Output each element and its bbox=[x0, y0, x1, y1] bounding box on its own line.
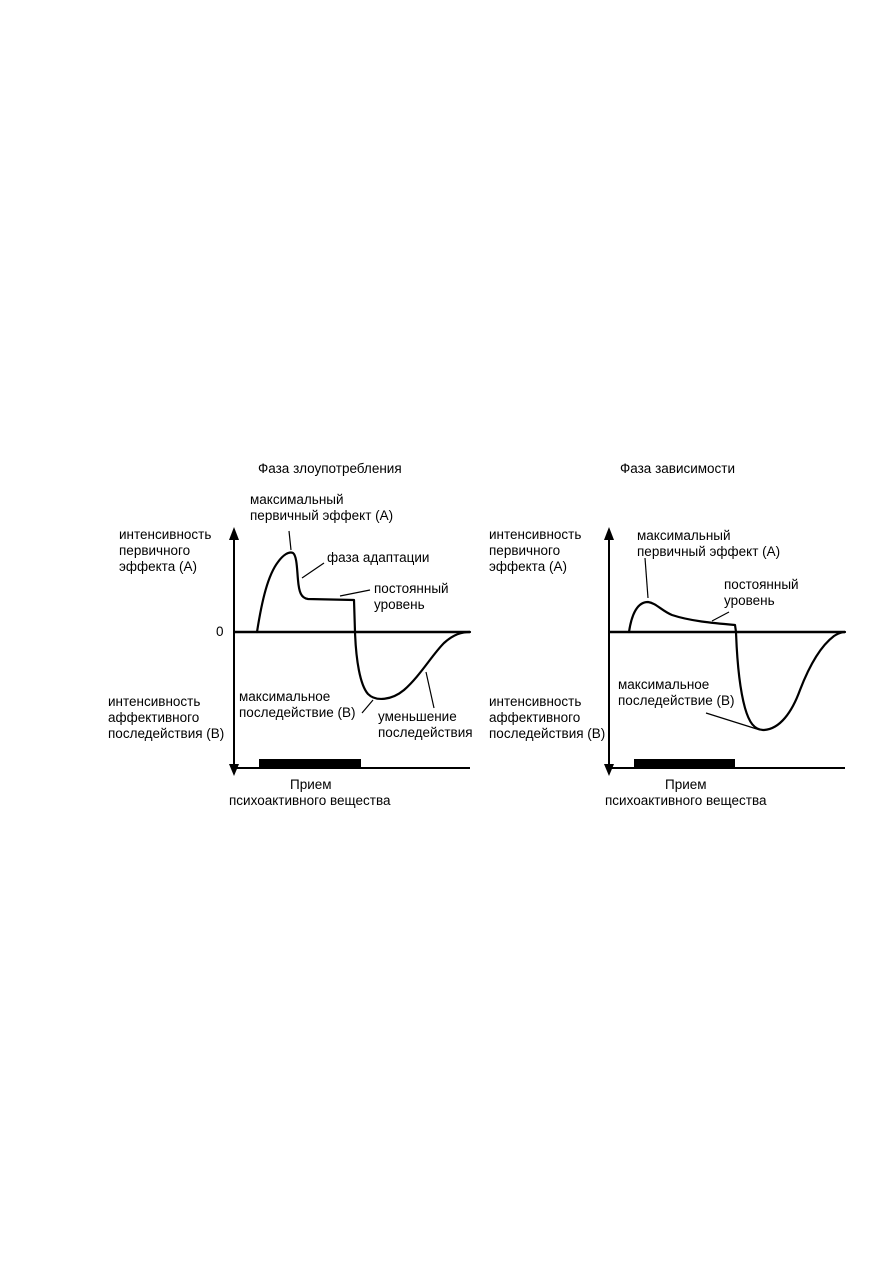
left-max-aftereffect-label: максимальное последействие (В) bbox=[239, 689, 355, 720]
right-max-aftereffect-label: максимальное последействие (В) bbox=[618, 677, 734, 708]
right-y-axis-arrow-down bbox=[604, 764, 614, 776]
right-x-label: Прием психоактивного вещества bbox=[605, 777, 767, 808]
left-adaptation-leader bbox=[301, 562, 325, 579]
right-max-after-leader bbox=[705, 712, 761, 731]
right-effect-curve bbox=[627, 600, 847, 732]
left-intake-bar bbox=[259, 759, 361, 768]
left-peak-effect-label: максимальный первичный эффект (А) bbox=[250, 492, 393, 523]
right-panel: Фаза зависимости интенсивность первичног… bbox=[489, 461, 847, 808]
left-y-upper-label: интенсивность первичного эффекта (А) bbox=[119, 527, 215, 574]
left-y-axis-arrow-up bbox=[229, 527, 239, 540]
left-steady-leader bbox=[339, 589, 371, 597]
right-panel-title: Фаза зависимости bbox=[620, 461, 735, 476]
left-adaptation-label: фаза адаптации bbox=[327, 550, 429, 565]
right-peak-effect-label: максимальный первичный эффект (А) bbox=[637, 528, 780, 559]
left-x-label: Прием психоактивного вещества bbox=[229, 777, 391, 808]
left-decrease-label: уменьшение последействия bbox=[378, 709, 473, 740]
right-y-lower-label: интенсивность аффективного последействия… bbox=[489, 694, 605, 741]
left-max-after-leader bbox=[361, 699, 374, 714]
left-decrease-leader bbox=[425, 671, 435, 709]
left-y-lower-label: интенсивность аффективного последействия… bbox=[108, 694, 224, 741]
left-panel: Фаза злоупотребления интенсивность перви… bbox=[108, 461, 473, 808]
right-intake-bar bbox=[634, 759, 735, 768]
left-peak-leader bbox=[288, 530, 292, 551]
left-y-axis-arrow-down bbox=[229, 764, 239, 776]
right-peak-leader bbox=[644, 557, 649, 599]
left-panel-title: Фаза злоупотребления bbox=[258, 461, 402, 476]
right-y-axis-arrow-up bbox=[604, 527, 614, 540]
left-effect-curve bbox=[255, 551, 472, 700]
right-steady-level-label: постоянный уровень bbox=[724, 577, 802, 608]
right-steady-leader bbox=[711, 611, 730, 622]
right-y-upper-label: интенсивность первичного эффекта (А) bbox=[489, 527, 585, 574]
left-zero-label: 0 bbox=[216, 624, 224, 639]
left-steady-level-label: постоянный уровень bbox=[374, 581, 452, 612]
